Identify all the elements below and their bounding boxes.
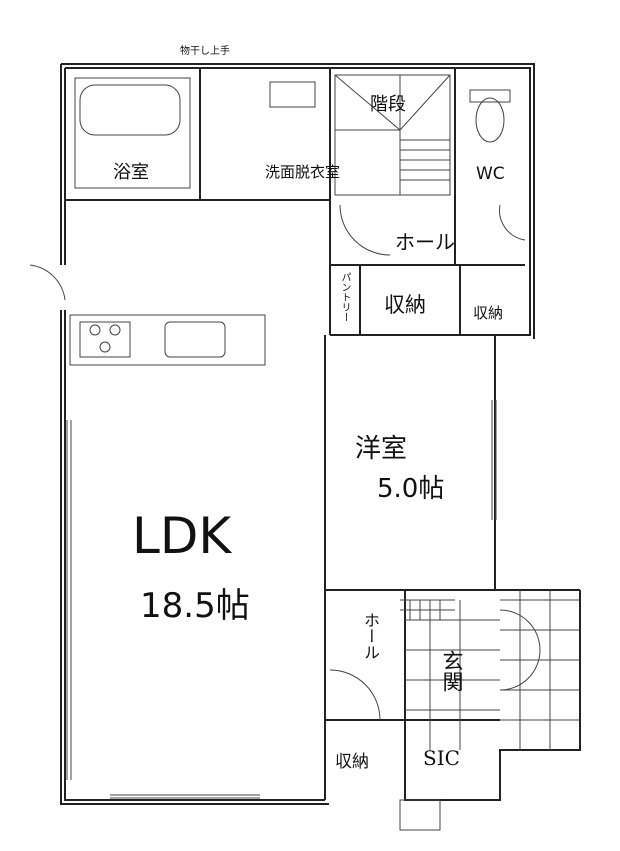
storage-label-1: 収納 (384, 293, 426, 317)
lower-hall-label: ホール (361, 612, 380, 660)
entrance-label: 玄関 (440, 650, 464, 692)
doors (29, 204, 541, 721)
western-room-size: 5.0帖 (377, 474, 445, 504)
windows (66, 400, 497, 799)
toilet (469, 89, 511, 143)
sic-label: SIC (423, 746, 460, 770)
outdoor-sink (399, 799, 441, 831)
washbasin (269, 81, 316, 108)
washroom-label: 洗面脱衣室 (265, 163, 341, 181)
upper-hall-label: ホール (395, 230, 455, 254)
stairs-label: 階段 (370, 94, 406, 115)
wc-label: WC (476, 164, 505, 184)
storage-label-2: 収納 (473, 304, 504, 322)
interior-walls (65, 68, 580, 721)
staircase (334, 74, 451, 196)
kitchen-counter (69, 314, 266, 366)
drying-note-label: 物干し上手 (180, 46, 230, 57)
bathroom-label: 浴室 (113, 162, 149, 183)
entrance-tiles (400, 590, 580, 750)
ldk-label: LDK (132, 507, 232, 565)
bathtub (74, 77, 191, 189)
western-room-label: 洋室 (355, 434, 408, 464)
storage-label-3: 収納 (335, 752, 369, 772)
pantry-label: パントリー (339, 272, 350, 322)
ldk-size: 18.5帖 (140, 586, 250, 626)
